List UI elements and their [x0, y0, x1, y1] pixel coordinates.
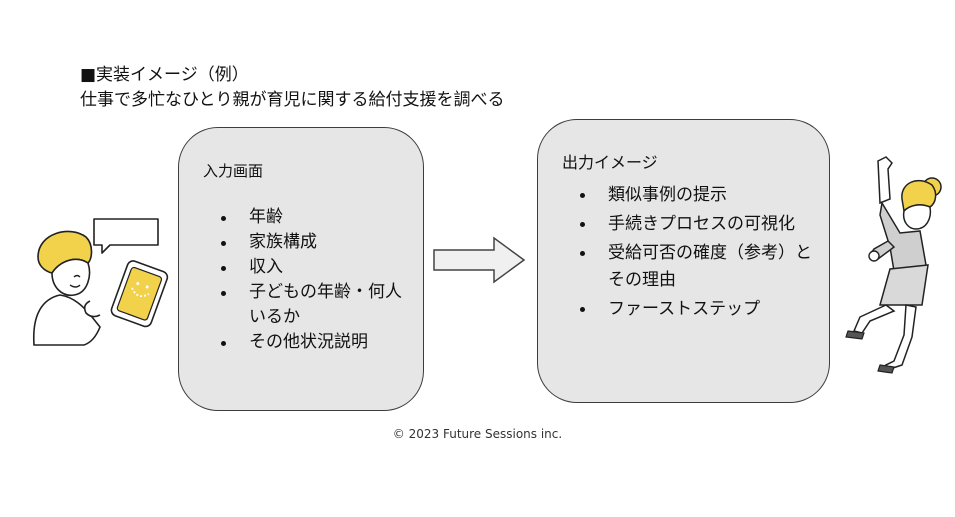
cheering-person-illustration [845, 156, 942, 374]
person-with-tablet-illustration [32, 218, 169, 346]
right-arrow-icon [433, 236, 526, 284]
list-item: 収入 [215, 255, 415, 280]
output-panel-title: 出力イメージ [562, 153, 658, 172]
list-item: 手続きプロセスの可視化 [574, 211, 814, 238]
page-heading: ■実装イメージ（例） [80, 65, 249, 85]
list-item: 子どもの年齢・何人いるか [215, 280, 415, 330]
input-item-list: 年齢 家族構成 収入 子どもの年齢・何人いるか その他状況説明 [215, 205, 415, 355]
page-subheading: 仕事で多忙なひとり親が育児に関する給付支援を調べる [80, 90, 505, 110]
input-screen-panel: 入力画面 年齢 家族構成 収入 子どもの年齢・何人いるか その他状況説明 [178, 127, 424, 411]
list-item: 家族構成 [215, 230, 415, 255]
input-panel-title: 入力画面 [203, 162, 264, 180]
list-item: ファーストステップ [574, 296, 814, 323]
list-item: 受給可否の確度（参考）とその理由 [574, 240, 814, 294]
output-image-panel: 出力イメージ 類似事例の提示 手続きプロセスの可視化 受給可否の確度（参考）とそ… [537, 119, 830, 403]
list-item: その他状況説明 [215, 330, 415, 355]
copyright-text: © 2023 Future Sessions inc. [392, 427, 563, 441]
output-item-list: 類似事例の提示 手続きプロセスの可視化 受給可否の確度（参考）とその理由 ファー… [574, 182, 814, 325]
list-item: 年齢 [215, 205, 415, 230]
list-item: 類似事例の提示 [574, 182, 814, 209]
